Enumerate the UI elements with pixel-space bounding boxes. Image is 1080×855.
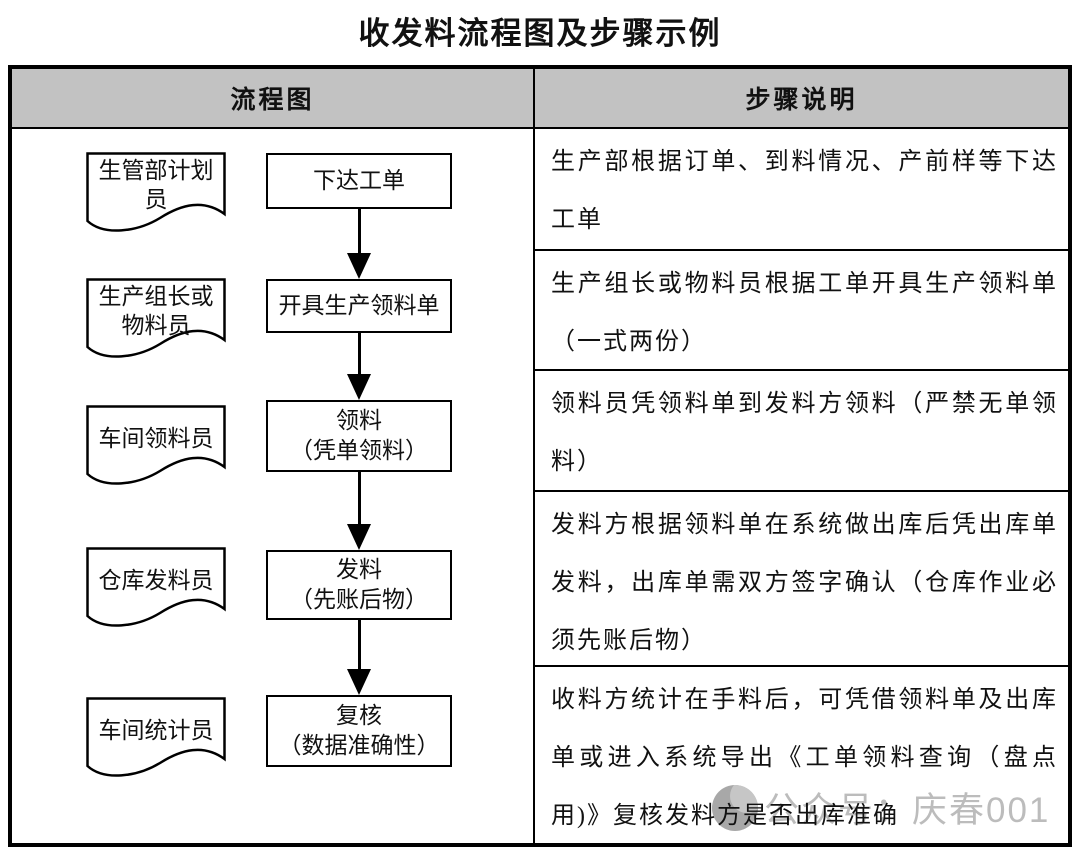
process-label: 开具生产领料单	[278, 293, 440, 318]
document-shape-icon	[86, 547, 226, 627]
document-shape-icon	[86, 405, 226, 485]
role-label: 仓库发料员	[98, 567, 214, 593]
role-label: 生管部计划员	[98, 158, 214, 212]
flow-arrow-down-icon	[347, 333, 371, 400]
role-document-4: 仓库发料员	[86, 547, 226, 629]
role-document-3: 车间领料员	[86, 405, 226, 487]
page-title: 收发料流程图及步骤示例	[358, 16, 722, 51]
step-description-text: 领料员凭领料单到发料方领料（严禁无单领料）	[551, 391, 1058, 475]
flow-arrow-down-icon	[347, 472, 371, 550]
role-document-5: 车间统计员	[86, 697, 226, 779]
process-label: 发料	[336, 557, 382, 582]
process-label: 复核	[336, 703, 382, 728]
step-description-row-4: 发料方根据领料单在系统做出库后凭出库单发料，出库单需双方签字确认（仓库作业必须先…	[535, 492, 1068, 667]
step-description-text: 发料方根据领料单在系统做出库后凭出库单发料，出库单需双方签字确认（仓库作业必须先…	[551, 512, 1058, 654]
header-flowchart: 流程图	[12, 69, 535, 127]
step-description-row-5: 收料方统计在手料后，可凭借领料单及出库单或进入系统导出《工单领料查询（盘点用)》…	[535, 667, 1068, 843]
role-document-2: 生产组长或物料员	[86, 278, 226, 360]
watermark-logo-icon	[712, 784, 758, 831]
watermark-label: 公众号：庆春001	[764, 791, 1051, 830]
process-label-note: （凭单领料）	[290, 438, 428, 463]
flow-arrow-down-icon	[347, 209, 371, 279]
process-box-5: 复核 （数据准确性）	[266, 695, 452, 767]
step-description-row-3: 领料员凭领料单到发料方领料（严禁无单领料）	[535, 371, 1068, 492]
process-label-note: （数据准确性）	[278, 733, 440, 758]
document-shape-icon	[86, 152, 226, 232]
role-label: 车间统计员	[98, 717, 214, 743]
step-description-text: 生产部根据订单、到料情况、产前样等下达工单	[551, 149, 1058, 233]
process-table: 流程图 步骤说明 生管部计划员 生产组长或物料员	[8, 65, 1072, 847]
role-label: 生产组长或物料员	[98, 284, 214, 338]
step-description-row-2: 生产组长或物料员根据工单开具生产领料单（一式两份）	[535, 251, 1068, 371]
role-document-1: 生管部计划员	[86, 152, 226, 234]
table-header-row: 流程图 步骤说明	[12, 69, 1068, 129]
process-label-note: （先账后物）	[290, 587, 428, 612]
role-label: 车间领料员	[98, 425, 214, 451]
watermark: 公众号：庆春001	[712, 782, 1050, 833]
step-description-text: 生产组长或物料员根据工单开具生产领料单（一式两份）	[551, 271, 1058, 355]
process-box-2: 开具生产领料单	[266, 279, 452, 333]
process-label: 领料	[336, 408, 382, 433]
flow-arrow-down-icon	[347, 620, 371, 695]
table-body: 生管部计划员 生产组长或物料员 车间领料员	[12, 129, 1068, 843]
process-label: 下达工单	[313, 168, 405, 193]
header-steps: 步骤说明	[745, 87, 858, 114]
step-description-text: 收料方统计在手料后，可凭借领料单及出库单或进入系统导出《工单领料查询（盘点用)》…	[551, 687, 1058, 829]
step-description-row-1: 生产部根据订单、到料情况、产前样等下达工单	[535, 129, 1068, 251]
process-box-3: 领料 （凭单领料）	[266, 400, 452, 472]
process-box-4: 发料 （先账后物）	[266, 550, 452, 620]
flowchart-cell: 生管部计划员 生产组长或物料员 车间领料员	[12, 129, 535, 843]
document-shape-icon	[86, 697, 226, 777]
process-box-1: 下达工单	[266, 153, 452, 209]
document-shape-icon	[86, 278, 226, 358]
steps-column: 生产部根据订单、到料情况、产前样等下达工单 生产组长或物料员根据工单开具生产领料…	[535, 129, 1068, 843]
